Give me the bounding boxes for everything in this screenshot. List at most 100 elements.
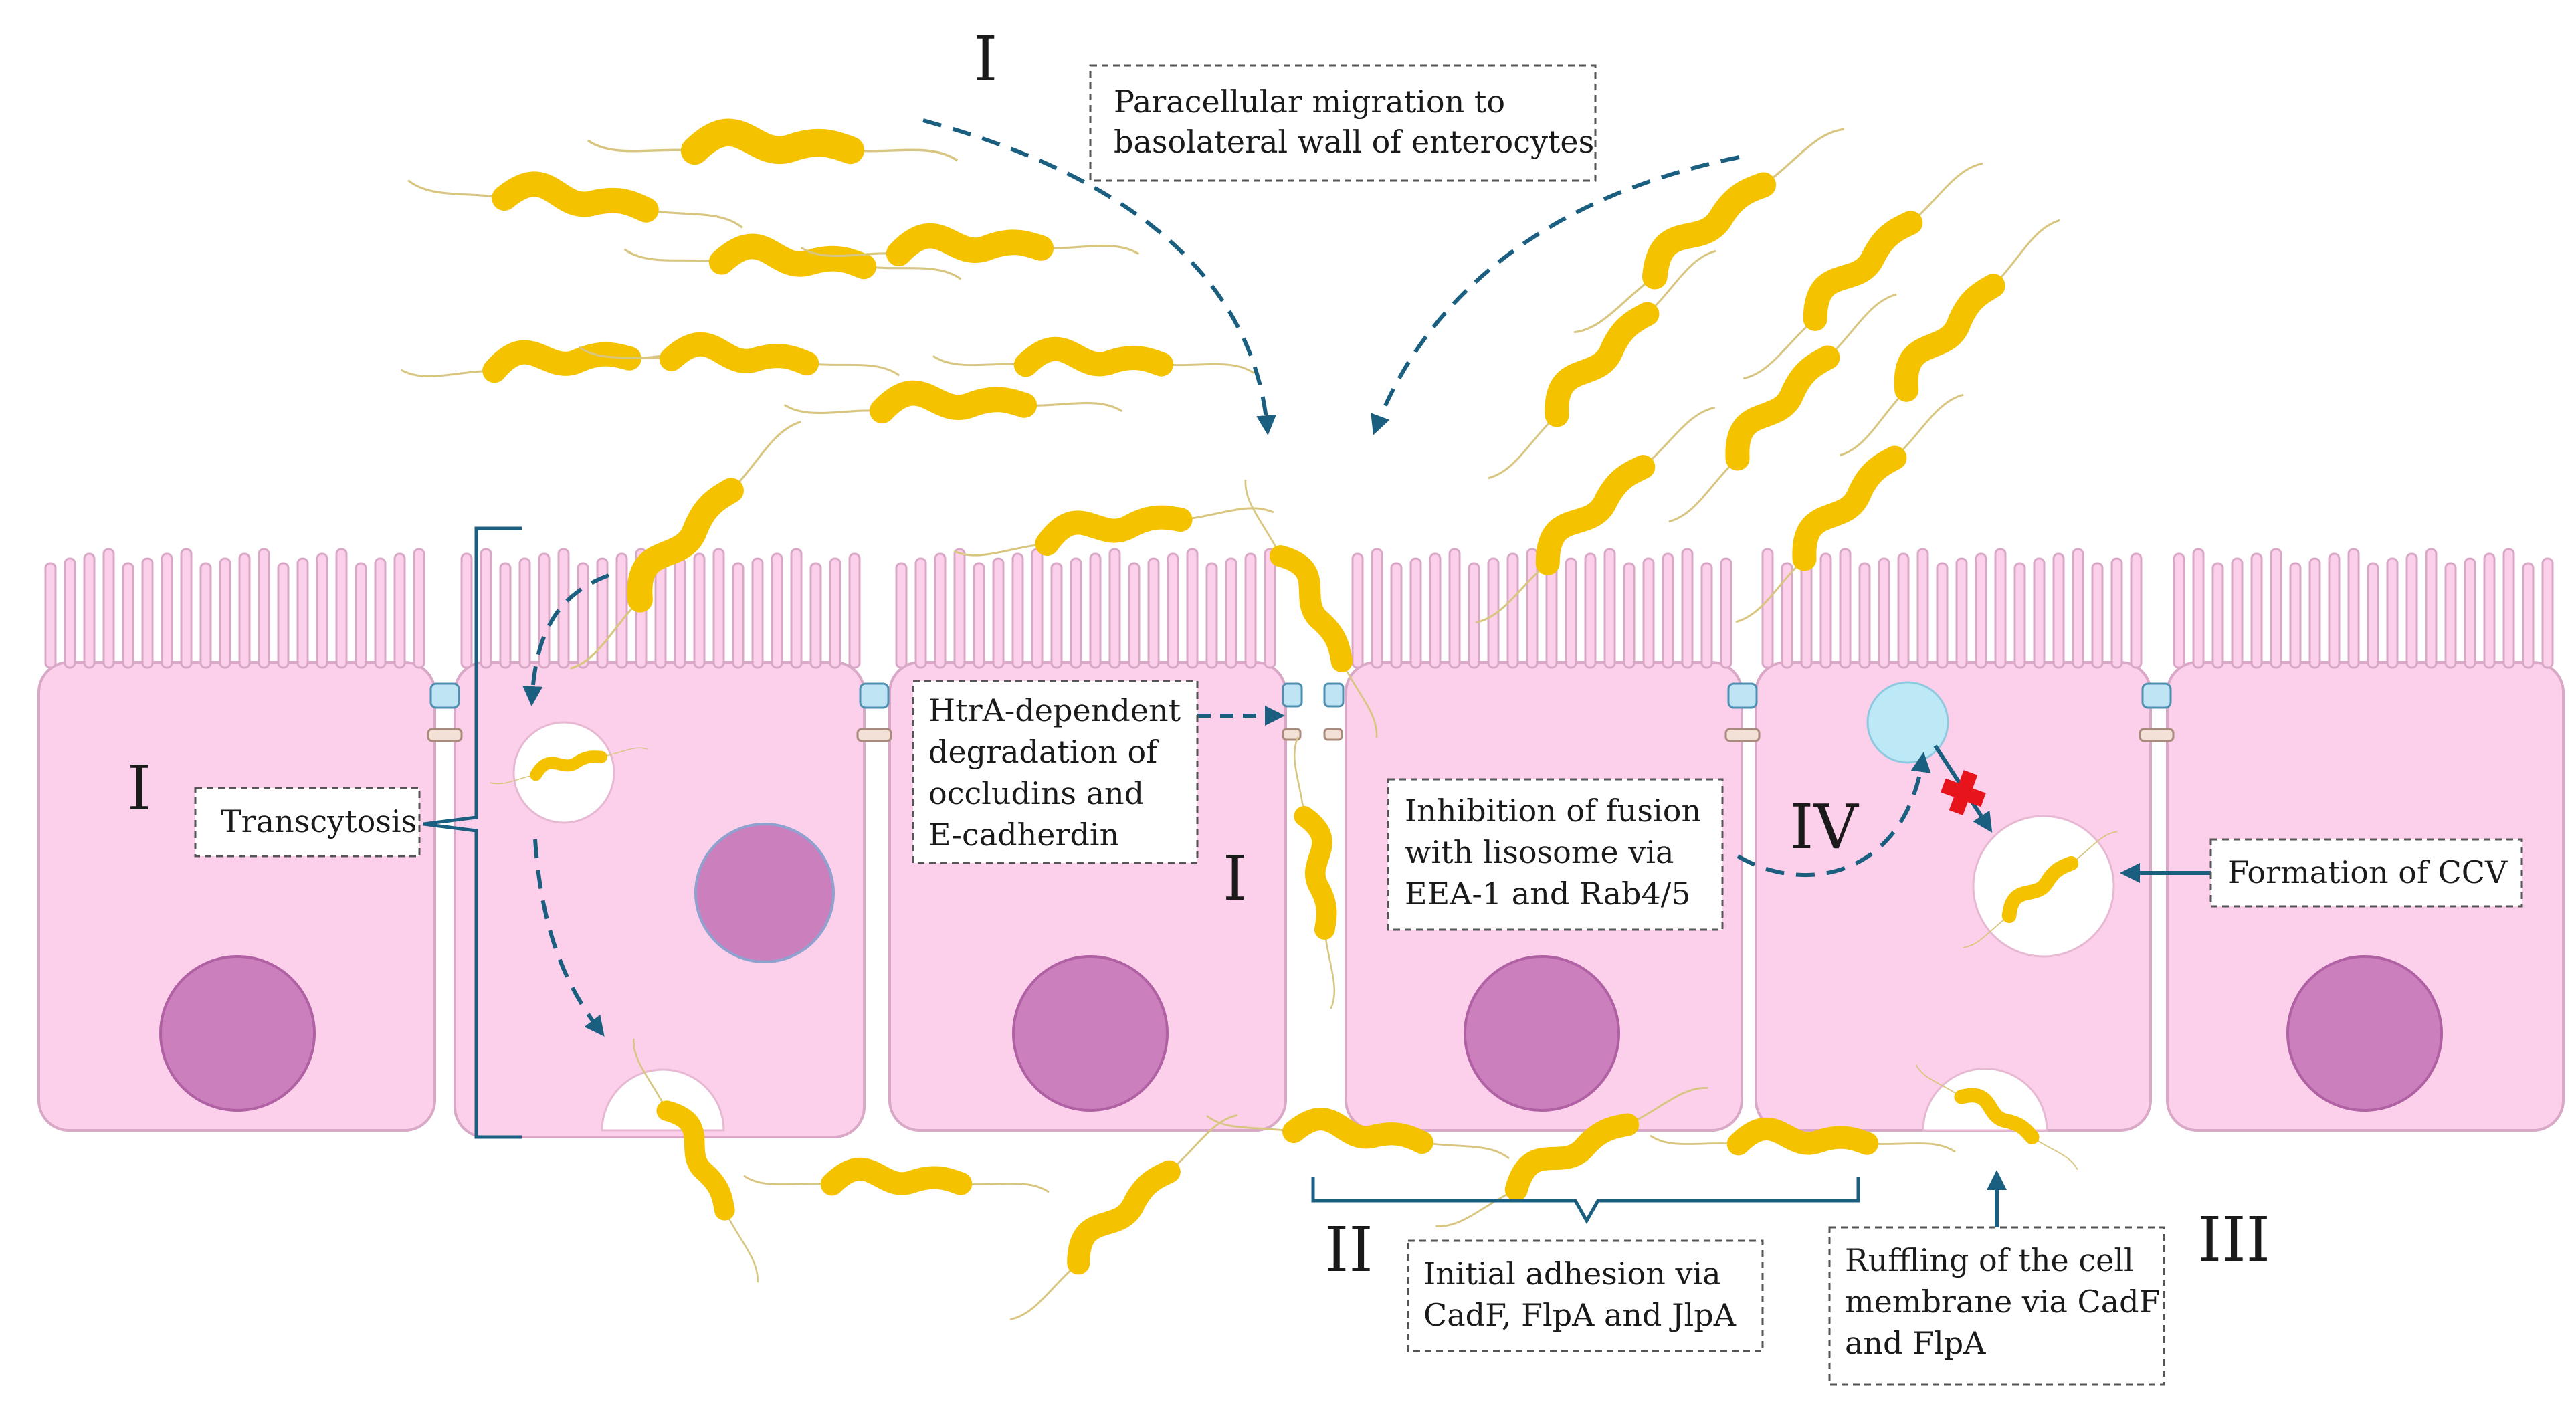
ruffling-line-3: and FlpA <box>1845 1325 1986 1361</box>
microvillus <box>2405 552 2418 669</box>
svg-text:with lisosome via: with lisosome via <box>1405 834 1674 870</box>
microvillus <box>615 552 628 669</box>
numeral-ruffling: III <box>2197 1204 2270 1276</box>
microvillus <box>2502 548 2515 669</box>
microvillus <box>2231 557 2244 669</box>
brackets <box>423 526 1860 1225</box>
microvillus <box>1147 557 1160 669</box>
microvillus <box>809 562 822 669</box>
svg-text:E-cadherdin: E-cadherdin <box>928 817 1119 853</box>
microvillus <box>2110 557 2123 669</box>
microvillus <box>413 548 425 669</box>
svg-text:EEA-1 and Rab4/5: EEA-1 and Rab4/5 <box>1405 876 1691 912</box>
microvillus <box>2386 557 2399 669</box>
numeral-adhesion: II <box>1324 1214 1373 1286</box>
fusion-blocked-cross <box>1941 770 1986 815</box>
microvillus <box>1371 548 1383 669</box>
enterocyte-2 <box>454 661 866 1138</box>
transcytosis-label: Transcytosis <box>221 803 417 839</box>
microvillus <box>2425 548 2438 669</box>
microvillus <box>335 548 348 669</box>
microvillus <box>732 562 745 669</box>
microvillus <box>499 562 512 669</box>
arrows <box>522 118 2211 1227</box>
microvillus <box>2308 557 2321 669</box>
microvillus <box>1487 557 1500 669</box>
adhesion-line-2: CadF, FlpA and JlpA <box>1423 1297 1737 1333</box>
ccv-box <box>2209 838 2523 908</box>
microvillus <box>1031 548 1044 669</box>
microvillus <box>596 557 609 669</box>
svg-text:membrane via CadF: membrane via CadF <box>1845 1284 2161 1320</box>
microvillus <box>1936 562 1949 669</box>
svg-text:I: I <box>127 752 151 824</box>
microvillus <box>460 552 473 669</box>
microvillus <box>2072 548 2084 669</box>
svg-text:Ruffling of the cell: Ruffling of the cell <box>1845 1242 2134 1278</box>
microvillus <box>973 562 985 669</box>
paracellular-line-1: Paracellular migration to <box>1114 84 1505 120</box>
lysosome <box>1866 681 1949 764</box>
microvillus <box>2173 552 2185 669</box>
microvillus <box>1839 548 1852 669</box>
microvillus <box>1603 548 1616 669</box>
microvillus <box>1050 562 1063 669</box>
microvillus <box>102 548 115 669</box>
microvillus <box>1878 557 1890 669</box>
microvillus <box>2328 552 2341 669</box>
microvillus <box>374 557 387 669</box>
tight-junctions <box>427 682 2175 742</box>
microvillus <box>895 562 908 669</box>
microvillus <box>1225 557 1237 669</box>
svg-text:and FlpA: and FlpA <box>1845 1325 1986 1361</box>
microvillus <box>2464 557 2476 669</box>
microvillus <box>2270 548 2282 669</box>
microvillus <box>1916 548 1929 669</box>
microvillus <box>1584 552 1597 669</box>
microvillus <box>2367 562 2379 669</box>
microvillus <box>238 552 251 669</box>
vesicles <box>512 681 2115 1132</box>
microvillus <box>674 557 686 669</box>
microvillus <box>2211 562 2224 669</box>
microvillus <box>393 552 406 669</box>
arrow-transcytosis-into-vesicle <box>522 573 610 706</box>
microvillus <box>1565 557 1577 669</box>
transcytosis-box <box>194 787 421 858</box>
microvillus <box>2192 548 2205 669</box>
microvillus <box>161 552 173 669</box>
microvillus <box>1089 552 1102 669</box>
microvillus <box>2091 562 2104 669</box>
arrow-paracellular-left <box>922 118 1276 435</box>
microvillus <box>751 557 764 669</box>
svg-text:Inhibition of fusion: Inhibition of fusion <box>1405 793 1701 829</box>
numeral-inhibition: IV <box>1789 791 1859 863</box>
microvillus <box>480 548 492 669</box>
microvillus <box>934 552 947 669</box>
microvillus <box>2033 557 2046 669</box>
inhibition-line-2: with lisosome via <box>1405 834 1674 870</box>
microvillus <box>2013 562 2026 669</box>
numeral-left: I <box>127 752 151 824</box>
microvillus <box>296 557 309 669</box>
microvillus <box>953 548 966 669</box>
stage-numerals: I I I II III IV <box>127 23 2270 1286</box>
microvillus <box>1761 548 1774 669</box>
svg-text:Formation of CCV: Formation of CCV <box>2227 854 2508 890</box>
microvillus <box>1720 557 1732 669</box>
ccv-label: Formation of CCV <box>2227 854 2508 890</box>
microvillus <box>2130 552 2143 669</box>
microvillus <box>848 552 861 669</box>
microvillus <box>1011 552 1024 669</box>
microvillus <box>577 562 589 669</box>
microvillus <box>771 552 783 669</box>
microvillus <box>1429 552 1442 669</box>
inhibition-box <box>1387 778 1724 931</box>
svg-text:HtrA-dependent: HtrA-dependent <box>928 692 1181 728</box>
htra-line-4: E-cadherdin <box>928 817 1119 853</box>
microvillus <box>1994 548 2007 669</box>
microvillus <box>2483 552 2496 669</box>
microvillus <box>219 557 231 669</box>
microvillus <box>258 548 270 669</box>
microvillus <box>1897 552 1910 669</box>
